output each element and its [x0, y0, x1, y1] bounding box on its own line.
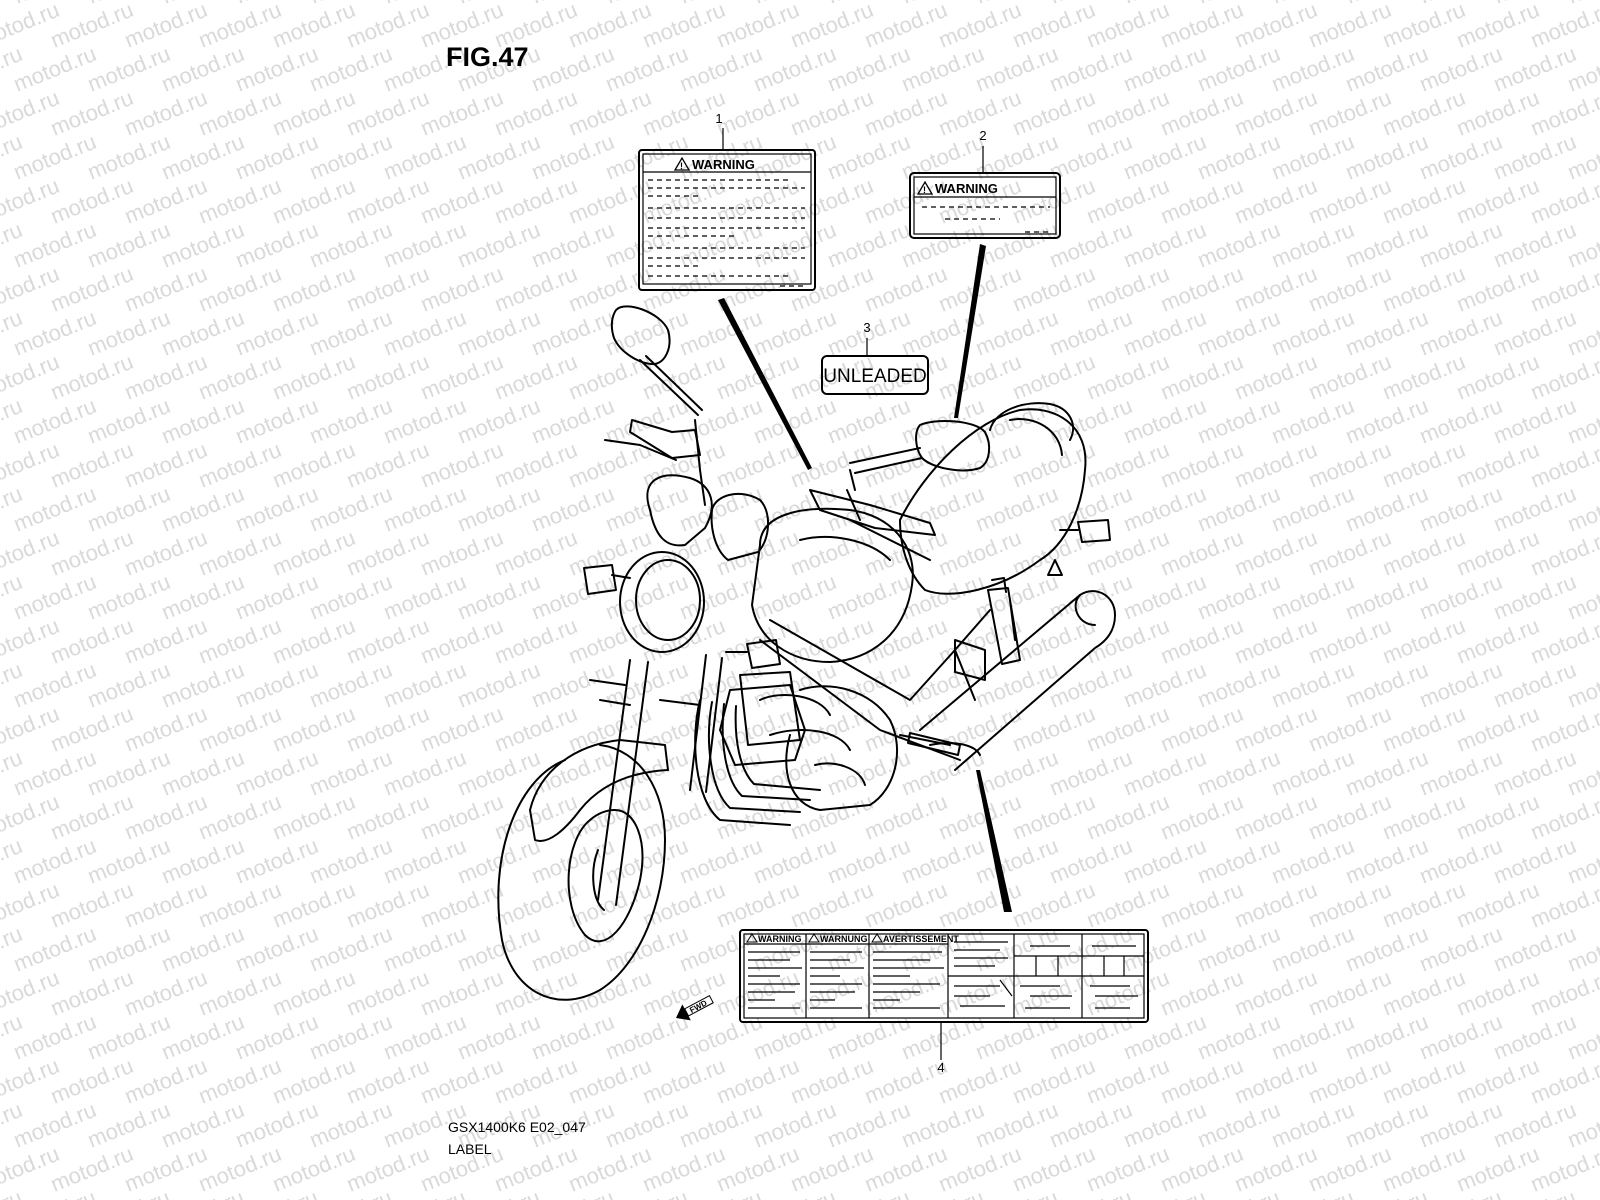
- label-2: 2 ! WARNING: [909, 128, 1061, 239]
- handlebar-left: [604, 419, 701, 461]
- label-1: 1 ! WARNING: [638, 111, 816, 291]
- seat: [899, 408, 1087, 595]
- turn-signal-left: [583, 564, 631, 595]
- front-tire: [497, 744, 666, 1001]
- svg-text:!: !: [923, 185, 926, 195]
- label-2-heading: WARNING: [935, 181, 998, 196]
- leader-part-4: [976, 770, 1012, 912]
- svg-text:!: !: [680, 161, 683, 171]
- callout-number-3: 3: [863, 320, 870, 335]
- front-fender: [529, 739, 669, 842]
- label-4-heading-avertissement: AVERTISSEMENT: [883, 934, 959, 944]
- exhaust-headers: [694, 699, 821, 826]
- watermark-text: motod.ru: [1564, 0, 1600, 9]
- label-4-heading-warning: WARNING: [758, 934, 802, 944]
- rear-shock: [987, 577, 1021, 665]
- leader-wedges: [718, 244, 1012, 912]
- label-3: 3 UNLEADED: [821, 320, 929, 395]
- leader-part-1: [718, 298, 812, 470]
- label-4-heading-warnung: WARNUNG: [820, 934, 868, 944]
- callout-number-4: 4: [937, 1060, 944, 1075]
- frame: [759, 609, 991, 761]
- label-1-heading: WARNING: [692, 157, 755, 172]
- front-wheel-rim: [567, 809, 644, 943]
- turn-signal-right: [725, 639, 781, 669]
- muffler: [919, 590, 1116, 771]
- callout-number-1: 1: [715, 111, 722, 126]
- grab-rail: [989, 402, 1075, 441]
- instrument-cluster: [646, 474, 713, 547]
- figure-code: GSX1400K6 E02_047: [448, 1119, 586, 1135]
- figure-caption: LABEL: [448, 1141, 492, 1157]
- headlight: [619, 551, 705, 653]
- callout-number-2: 2: [979, 128, 986, 143]
- handlebar-right: [809, 489, 936, 561]
- front-fork: [597, 659, 649, 906]
- label-4: WARNING WARNUNG AVERTISSEMENT 4: [739, 929, 1149, 1075]
- fuel-tank: [751, 507, 914, 663]
- engine: [719, 684, 806, 766]
- motorcycle-drawing: [497, 305, 1116, 1001]
- leader-part-2: [954, 244, 986, 418]
- radiator: [739, 671, 801, 746]
- label-3-text: UNLEADED: [823, 366, 926, 387]
- figure-title: FIG.47: [446, 42, 529, 72]
